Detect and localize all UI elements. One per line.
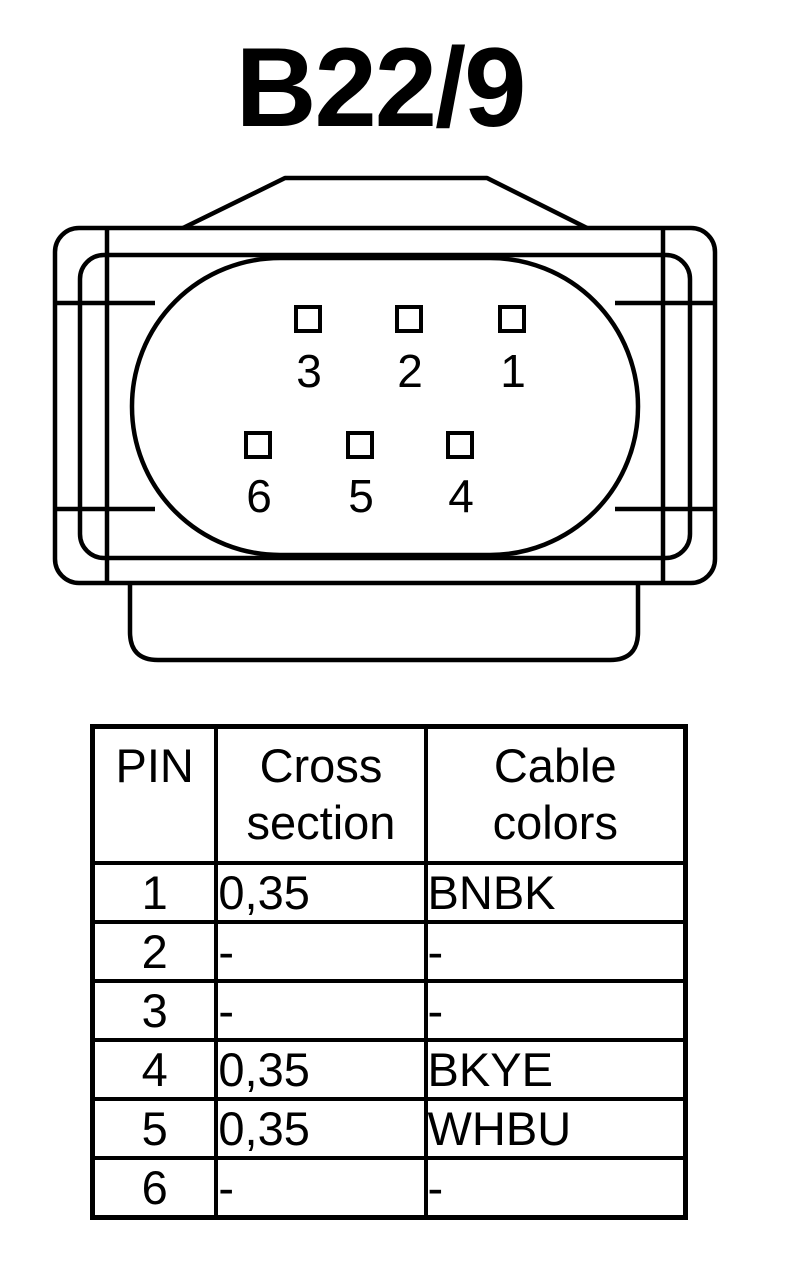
cell-cross-section: 0,35	[214, 1097, 428, 1160]
cell-cable-color: -	[423, 920, 688, 983]
table-row: 3 - -	[90, 979, 688, 1042]
header-cable-colors-line1: Cable	[493, 739, 617, 792]
cell-pin: 4	[90, 1038, 219, 1101]
header-cross-section-line1: Cross	[259, 739, 383, 792]
header-cable-colors: Cable colors	[423, 724, 688, 865]
pin-label-1: 1	[500, 345, 526, 397]
table-header-row: PIN Cross section Cable colors	[90, 724, 688, 865]
cell-cross-section: 0,35	[214, 1038, 428, 1101]
cell-cable-color: WHBU	[423, 1097, 688, 1160]
table-row: 2 - -	[90, 920, 688, 983]
header-cable-colors-line2: colors	[492, 796, 618, 849]
table-row: 4 0,35 BKYE	[90, 1038, 688, 1101]
pin-label-2: 2	[397, 345, 423, 397]
pin-5-contact	[346, 431, 374, 459]
cell-cross-section: -	[214, 920, 428, 983]
cell-pin: 1	[90, 861, 219, 924]
cell-pin: 2	[90, 920, 219, 983]
pin-6-contact	[244, 431, 272, 459]
pin-label-6: 6	[246, 470, 272, 522]
pin-1-contact	[498, 305, 526, 333]
cell-cable-color: BNBK	[423, 861, 688, 924]
pin-assignment-table: PIN Cross section Cable colors 1 0,35 BN…	[90, 724, 688, 1220]
cell-cable-color: BKYE	[423, 1038, 688, 1101]
connector-inner-housing	[77, 252, 693, 561]
cell-pin: 5	[90, 1097, 219, 1160]
connector-outer-housing	[52, 225, 718, 586]
connector-title: B22/9	[235, 25, 527, 150]
connector-latch	[182, 175, 589, 231]
header-cross-section: Cross section	[214, 724, 428, 865]
pin-4-contact	[446, 431, 474, 459]
header-pin-label: PIN	[115, 739, 194, 792]
cell-cable-color: -	[423, 1156, 688, 1220]
pin-3-contact	[294, 305, 322, 333]
cell-pin: 3	[90, 979, 219, 1042]
pin-label-3: 3	[296, 345, 322, 397]
table-row: 6 - -	[90, 1156, 688, 1220]
cell-cross-section: -	[214, 1156, 428, 1220]
table-row: 5 0,35 WHBU	[90, 1097, 688, 1160]
cell-pin: 6	[90, 1156, 219, 1220]
table-row: 1 0,35 BNBK	[90, 861, 688, 924]
cell-cable-color: -	[423, 979, 688, 1042]
header-pin: PIN	[90, 724, 219, 865]
pin-label-5: 5	[348, 470, 374, 522]
pin-label-4: 4	[448, 470, 474, 522]
cell-cross-section: 0,35	[214, 861, 428, 924]
connector-drawing: 3 2 1 6 5 4	[52, 175, 718, 663]
cell-cross-section: -	[214, 979, 428, 1042]
header-cross-section-line2: section	[246, 796, 396, 849]
connector-pin-cavity	[129, 255, 641, 558]
connector-bottom-tab	[127, 583, 641, 663]
pin-2-contact	[395, 305, 423, 333]
